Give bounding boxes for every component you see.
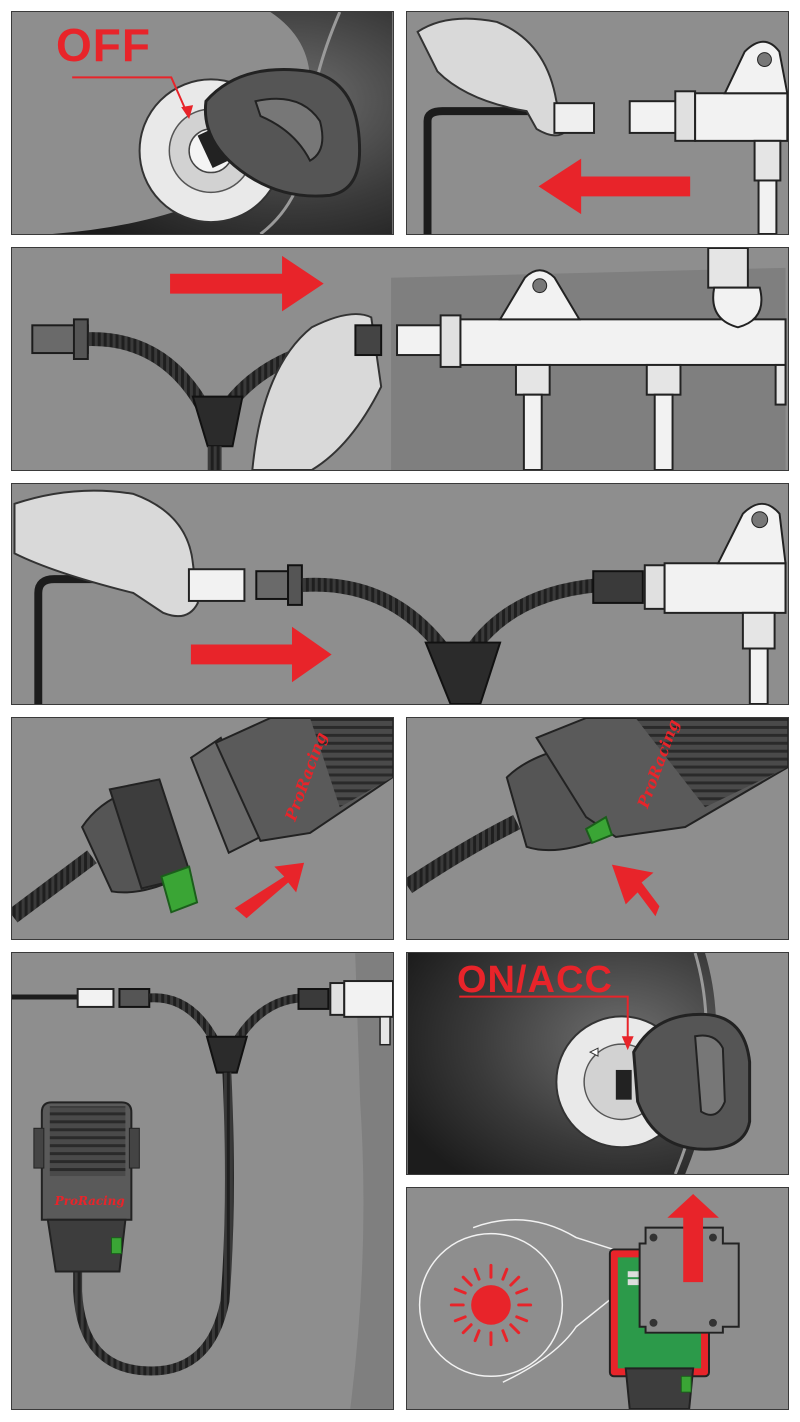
led-light-icon — [449, 1263, 533, 1347]
connect-harness-illustration — [31, 248, 787, 470]
connector-icon — [553, 102, 596, 134]
ignition-off-label: OFF — [56, 19, 151, 71]
connector-icon — [354, 324, 383, 357]
arrow-left-icon — [538, 158, 691, 215]
panel-connect-original-plug — [11, 483, 789, 705]
tuning-module-icon — [608, 1226, 740, 1409]
arrow-right-icon — [190, 626, 332, 683]
panel-module-align: ProRacing — [11, 717, 394, 940]
module-brand-label: ProRacing — [54, 1194, 125, 1208]
panel-ignition-on: ON/ACC — [406, 952, 789, 1175]
ignition-on-illustration — [407, 953, 752, 1174]
arrow-up-icon — [234, 862, 305, 919]
led-check-illustration — [418, 1193, 740, 1409]
unplug-sensor-illustration — [416, 17, 788, 234]
connector-icon — [187, 568, 246, 602]
panel-ignition-off: OFF — [11, 11, 394, 235]
tuning-module-icon: ProRacing — [189, 718, 393, 855]
panel-led-check — [406, 1187, 789, 1410]
module-align-illustration: ProRacing — [12, 718, 393, 923]
tuning-module-icon: ProRacing — [33, 1101, 140, 1273]
connect-original-plug-illustration — [13, 489, 787, 704]
ignition-on-label: ON/ACC — [457, 959, 613, 1001]
arrow-right-icon — [170, 255, 324, 312]
ignition-key-icon — [632, 1012, 752, 1151]
ignition-off-illustration — [52, 12, 393, 234]
panel-unplug-sensor — [406, 11, 789, 235]
panel-module-clip: ProRacing — [406, 717, 789, 940]
arrow-up-icon — [667, 1193, 719, 1283]
tuning-module-icon: ProRacing — [535, 718, 788, 838]
panel-connect-harness — [11, 247, 789, 471]
ignition-key-icon — [203, 68, 362, 198]
panel-complete-installation: ProRacing — [11, 952, 394, 1410]
module-clip-illustration: ProRacing — [407, 718, 788, 917]
complete-installation-illustration: ProRacing — [12, 953, 393, 1409]
arrow-up-icon — [611, 864, 660, 917]
